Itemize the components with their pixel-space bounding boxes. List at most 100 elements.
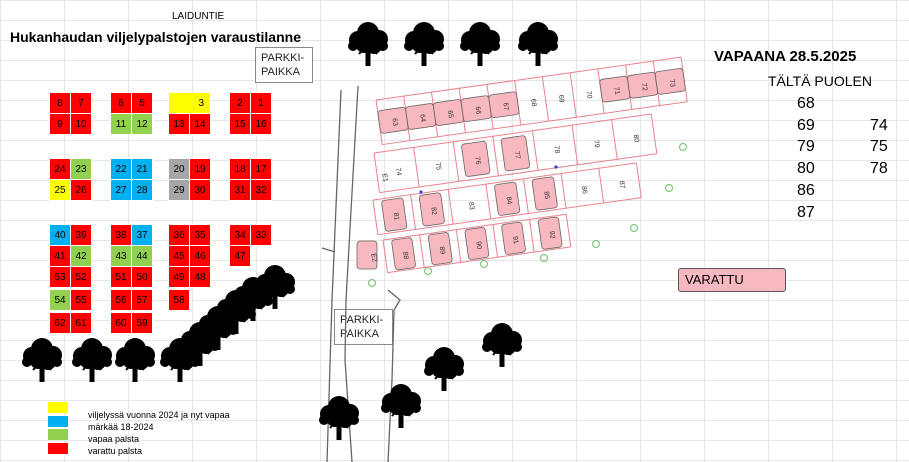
plot-boundary [377,197,642,236]
plot-boundary [565,214,572,248]
right-plot-label-74: 74 [394,167,402,176]
plot-44: 44 [131,245,153,267]
plot-boundary [373,113,652,154]
plot-boundary [382,239,389,273]
tree-icon [71,337,113,383]
plot-12: 12 [131,113,153,135]
tree-icon [459,21,501,67]
right-plot-label-75: 75 [434,162,442,171]
reserved-marker-92 [537,216,563,250]
right-plot-label-88: 88 [401,251,409,260]
plot-boundary [492,224,499,258]
reserved-marker-E2 [356,240,378,270]
right-plot-label-80: 80 [632,134,640,143]
plot-52: 52 [70,266,92,288]
free-plot-number: 69 [797,117,815,134]
right-plot-label-E2: E2 [369,253,377,263]
right-plot-label-85: 85 [542,191,550,200]
right-plot-label-65: 65 [446,110,454,119]
plot-10: 10 [70,113,92,135]
plot-35: 35 [189,224,211,246]
tree-icon [380,383,422,429]
plot-15: 15 [229,113,251,135]
legend-label-blue: märkää 18-2024 [88,422,154,432]
right-plot-label-83: 83 [467,202,475,211]
free-plot-number: 68 [797,95,815,112]
parking-top-label: PARKKI- PAIKKA [255,47,313,83]
right-plot-label-67: 67 [501,102,509,111]
plot-boundary [529,219,535,253]
plot-47: 47 [229,245,251,267]
parking-top-line-1: PARKKI- [261,52,305,64]
plot-30: 30 [189,179,211,201]
right-plot-label-87: 87 [618,180,626,189]
free-plot-number: 80 [797,160,815,177]
right-plot-label-86: 86 [580,186,588,195]
reserved-marker-90 [464,227,490,260]
plot-46: 46 [189,245,211,267]
right-plot-label-92: 92 [548,231,556,240]
right-plot-label-84: 84 [505,196,513,205]
right-plot-label-77: 77 [513,151,521,160]
right-plot-label-64: 64 [418,114,426,123]
tree-icon [114,337,156,383]
right-plot-label-90: 90 [474,241,482,250]
plot-boundary [447,189,454,225]
plot-boundary [598,168,605,203]
plot-boundary [455,229,462,263]
plot-57: 57 [131,289,153,311]
reserved-marker-77 [500,135,530,172]
plot-boundary [485,184,492,219]
plot-boundary [419,234,425,268]
plot-boundary [372,162,637,201]
free-plot-number: 79 [797,138,815,155]
plot-58: 58 [168,289,190,311]
free-plot-number: 86 [797,182,815,199]
plot-56: 56 [110,289,132,311]
legend-label-red: varattu palsta [88,446,143,456]
plot-boundary [635,162,642,198]
tree-icon [423,346,465,392]
plot-boundary [492,136,499,176]
tree-icon [403,21,445,67]
reserved-marker-88 [391,237,416,271]
plot-boundary [452,141,460,182]
plot-14: 14 [189,113,211,135]
plot-boundary [379,153,657,194]
plot-55: 55 [70,289,92,311]
plot-boundary [650,113,658,154]
parking-bottom-line-1: PARKKI- [340,314,384,326]
free-plot-number: 74 [870,117,888,134]
legend-swatch-blue [48,416,68,427]
plot-28: 28 [131,179,153,201]
right-plot-label-72: 72 [640,83,648,92]
plot-boundary [382,101,688,146]
plot-boundary [560,173,567,209]
plot-37: 37 [131,224,153,246]
tree-icon [21,337,63,383]
plot-51: 51 [110,266,132,288]
right-plot-label-91: 91 [511,236,519,245]
plot-32: 32 [250,179,272,201]
reserved-marker-91 [501,221,526,255]
plot-59: 59 [131,312,153,334]
varattu-legend-badge: VARATTU [678,268,786,292]
right-plot-label-71: 71 [612,87,620,96]
plot-boundary [373,152,381,193]
plot-boundary [611,119,618,160]
plot-26: 26 [70,179,92,201]
legend-label-yellow: viljelyssä vuonna 2024 ja nyt vapaa [88,410,230,420]
tree-icon [481,322,523,368]
free-plot-number: 78 [870,160,888,177]
legend-label-green: vapaa palsta [88,434,140,444]
right-plot-label-82: 82 [429,207,437,216]
plot-boundary [375,56,682,101]
right-plot-label-76: 76 [473,156,481,165]
marker-dot [554,165,558,169]
reserved-marker-82 [418,192,445,227]
plot-16: 16 [250,113,272,135]
plot-33: 33 [250,224,272,246]
plot-50: 50 [131,266,153,288]
